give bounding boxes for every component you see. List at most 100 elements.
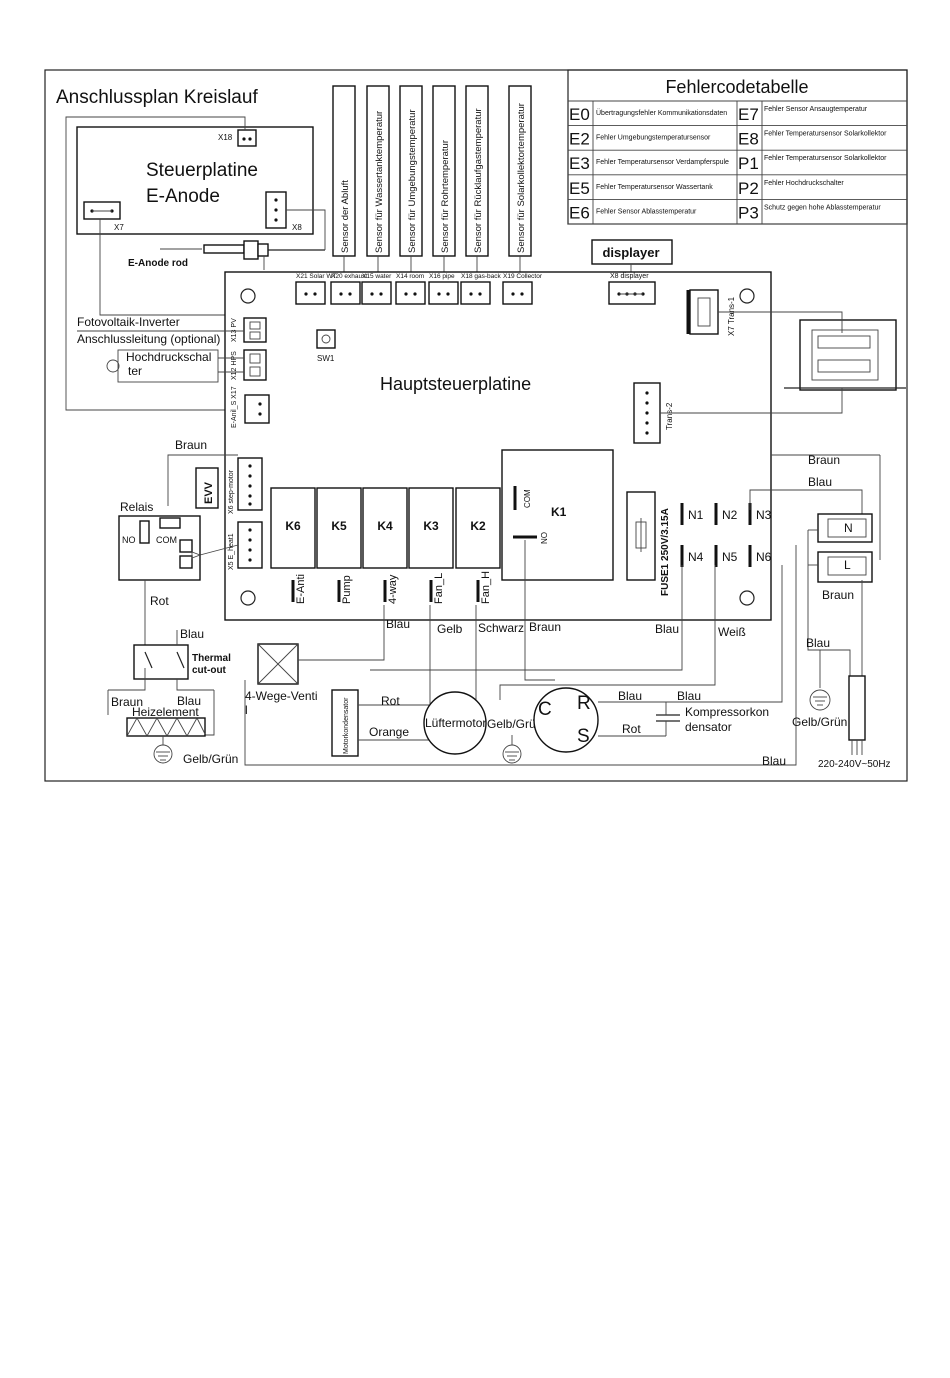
wire-blau-thermal: Blau bbox=[180, 627, 204, 641]
relay-label-3: K3 bbox=[423, 519, 439, 533]
heizelement-label: Heizelement bbox=[132, 705, 199, 719]
wire-orange: Orange bbox=[369, 725, 409, 739]
thermal-label-2: cut-out bbox=[192, 665, 227, 676]
fan-motor-label: Lüftermotor bbox=[425, 716, 486, 730]
error-code-0: E0 bbox=[569, 105, 590, 124]
top-connector-5 bbox=[428, 281, 459, 305]
evv-box bbox=[195, 467, 219, 509]
main-board-title: Hauptsteuerplatine bbox=[380, 374, 531, 394]
top-connector-label-5: X16 pipe bbox=[429, 273, 455, 280]
error-code2-1: E8 bbox=[738, 130, 759, 149]
wire-rot-fan: Rot bbox=[381, 694, 400, 708]
x17-eanode-label: E-Anil_S X17 bbox=[231, 386, 238, 428]
top-connector-label-3: X15 water bbox=[362, 273, 392, 280]
compressor: C R S Blau Blau Rot Kompressorkon densat… bbox=[533, 565, 783, 753]
thermal-label-1: Thermal bbox=[192, 653, 231, 664]
wire-blau-right2: Blau bbox=[806, 636, 830, 650]
relay-func-0: E-Anti bbox=[295, 574, 307, 604]
high-pressure-switch-box bbox=[117, 349, 219, 383]
n-terminal-label-2: N2 bbox=[722, 508, 738, 522]
relay-k2 bbox=[455, 487, 501, 569]
e-anode-board: Steuerplatine E-Anode X18 X7 X8 bbox=[76, 126, 314, 235]
x13-pv-connector bbox=[243, 317, 267, 343]
fan-motor: Lüftermotor Gelb/Grün bbox=[423, 691, 542, 764]
error-text2-1: Fehler Temperatursensor Solarkollektor bbox=[764, 131, 887, 138]
relay-k6 bbox=[270, 487, 316, 569]
sensor-label-6: Sensor für Solarkollektortemperatur bbox=[516, 103, 527, 253]
wire-blau-c2: Blau bbox=[677, 689, 701, 703]
n-terminal-label-6: N6 bbox=[756, 550, 772, 564]
x8-displayer-label: X8 displayer bbox=[610, 273, 649, 280]
top-connector-2 bbox=[330, 281, 361, 305]
error-text2-2: Fehler Temperatursensor Solarkollektor bbox=[764, 155, 887, 162]
relay-no-label: NO bbox=[122, 535, 136, 545]
displayer-module: displayer bbox=[591, 239, 673, 280]
error-text2-0: Fehler Sensor Ansaugtemperatur bbox=[764, 106, 868, 113]
high-pressure-label-1: Hochdruckschal bbox=[126, 350, 211, 364]
wire-braun-heiz: Braun bbox=[111, 695, 143, 709]
k1-relay bbox=[501, 449, 614, 581]
x6-label: X6 step-motor bbox=[228, 469, 235, 514]
heating-element: Braun Blau Heizelement Gelb/Grün bbox=[107, 679, 238, 766]
error-code-4: E6 bbox=[569, 203, 590, 222]
high-pressure-switch-icon bbox=[106, 359, 120, 373]
evv-label: EVV bbox=[203, 481, 215, 504]
relay-label-0: K6 bbox=[285, 519, 301, 533]
top-connector-label-2: X20 exhaust bbox=[331, 273, 367, 280]
sensor-label-1: Sensor der Abluft bbox=[340, 180, 351, 253]
four-way-valve: 4-Wege-Venti l bbox=[245, 605, 385, 717]
supply-label: 220-240V~50Hz bbox=[818, 759, 891, 770]
ground-icon-1 bbox=[153, 744, 173, 764]
wire-blau-c1: Blau bbox=[618, 689, 642, 703]
wire-rot: Rot bbox=[150, 594, 169, 608]
k1-com-label: COM bbox=[523, 489, 532, 508]
relay-com-label: COM bbox=[156, 535, 177, 545]
n-terminal-label-5: N5 bbox=[722, 550, 738, 564]
relay-func-2: 4-way bbox=[387, 574, 399, 604]
displayer-label: displayer bbox=[602, 245, 659, 260]
x13-pv-label: X13 PV bbox=[231, 318, 238, 342]
gelb-gruen-2: Gelb/Grün bbox=[487, 717, 542, 731]
relay-func-4: Fan_H bbox=[480, 571, 492, 604]
relay-title: Relais bbox=[120, 500, 153, 514]
thermal-cutout: Blau Thermal cut-out bbox=[133, 627, 231, 680]
error-text-1: Fehler Umgebungstemperatursensor bbox=[596, 135, 711, 142]
x18-connector bbox=[237, 129, 257, 147]
wire-blau-right: Blau bbox=[808, 475, 832, 489]
error-code-3: E5 bbox=[569, 179, 590, 198]
sensor-label-3: Sensor für Umgebungstemperatur bbox=[407, 109, 418, 253]
capacitor-label-2: densator bbox=[685, 720, 732, 734]
pv-inverter-label-1: Fotovoltaik-Inverter bbox=[77, 315, 180, 329]
transformer bbox=[660, 311, 906, 414]
sensor-label-4: Sensor für Rohrtemperatur bbox=[440, 140, 451, 253]
k1-label: K1 bbox=[551, 505, 567, 519]
x7-connector bbox=[83, 201, 121, 220]
x8-label: X8 bbox=[292, 223, 302, 232]
high-pressure-label-2: ter bbox=[128, 364, 142, 378]
diagram-frame bbox=[44, 69, 908, 782]
wire-blau-bottom: Blau bbox=[762, 754, 786, 768]
power-plug bbox=[848, 675, 866, 741]
x5-label: X5 E_heat1 bbox=[228, 533, 235, 570]
relay-k5 bbox=[316, 487, 362, 569]
motor-cap-label: Motorkondensator bbox=[343, 697, 350, 754]
error-text2-3: Fehler Hochdruckschalter bbox=[764, 180, 844, 187]
top-connector-label-1: X21 Solar WT bbox=[296, 273, 336, 280]
motor-capacitor: Motorkondensator Rot Orange bbox=[331, 689, 430, 757]
error-text-2: Fehler Temperatursensor Verdampferspule bbox=[596, 159, 729, 166]
wire-blau-n4: Blau bbox=[655, 622, 679, 636]
e-anode-board-title-2: E-Anode bbox=[146, 186, 220, 207]
error-text-0: Übertragungsfehler Kommunikationsdaten bbox=[596, 109, 727, 117]
capacitor-label-1: Kompressorkon bbox=[685, 705, 769, 719]
relay-label-1: K5 bbox=[331, 519, 347, 533]
ground-icon-3 bbox=[809, 689, 831, 711]
diagram-title: Anschlussplan Kreislauf bbox=[56, 87, 258, 108]
wire-blau-heiz: Blau bbox=[177, 694, 201, 708]
x8-displayer-connector bbox=[608, 281, 656, 305]
top-connector-1 bbox=[295, 281, 326, 305]
wire-braun-right1: Braun bbox=[808, 453, 840, 467]
sensor-label-5: Sensor für Rücklaufgastemperatur bbox=[473, 108, 484, 253]
e-anode-board-title-1: Steuerplatine bbox=[146, 160, 258, 181]
